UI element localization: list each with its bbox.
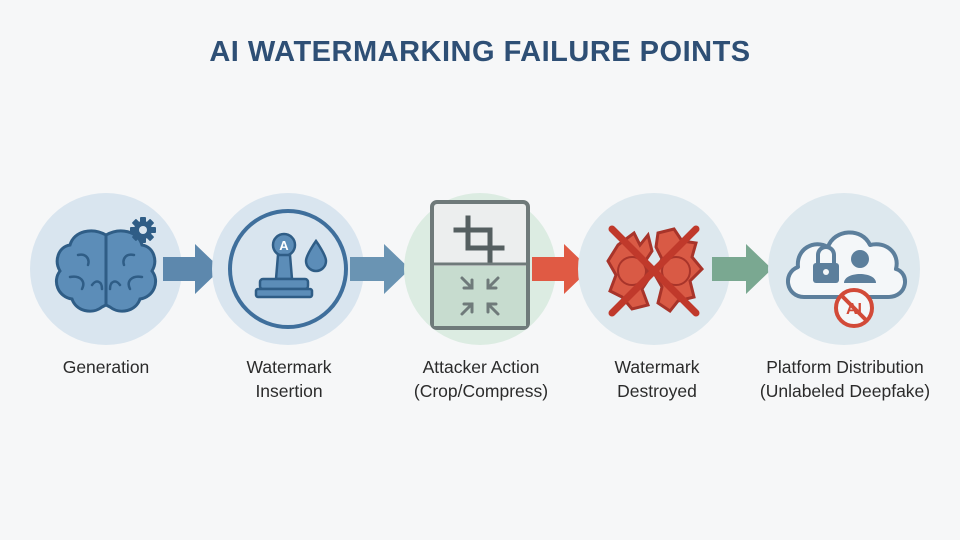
step-label-line1: Attacker Action xyxy=(422,357,540,377)
stage-watermark-insertion: A xyxy=(212,193,364,345)
step-label-generation: Generation xyxy=(1,355,211,379)
arrow-right-icon xyxy=(350,244,410,294)
arrow-right-icon xyxy=(712,244,772,294)
step-label-line2: Destroyed xyxy=(617,381,697,401)
broken-seal-icon xyxy=(606,225,705,317)
arrow-right-icon xyxy=(163,244,221,294)
brain-gear-icon xyxy=(55,217,157,313)
stage-platform-distribution: AI xyxy=(768,193,920,345)
cloud-lock-user-icon: AI xyxy=(786,230,907,328)
step-label-line2: Insertion xyxy=(255,381,323,401)
step-label-watermark-destroyed: Watermark Destroyed xyxy=(552,355,762,403)
step-label-line1: Watermark xyxy=(614,357,700,377)
step-label-attacker-action: Attacker Action (Crop/Compress) xyxy=(376,355,586,403)
step-label-line1: Watermark xyxy=(246,357,332,377)
crop-compress-icon xyxy=(430,200,530,330)
user-icon xyxy=(844,250,876,283)
step-label-line2: (Unlabeled Deepfake) xyxy=(759,381,931,401)
stage-generation xyxy=(30,193,182,345)
step-label-line2: (Crop/Compress) xyxy=(413,381,549,401)
ai-prohibited-icon: AI xyxy=(834,288,874,328)
step-label-platform-distribution: Platform Distribution (Unlabeled Deepfak… xyxy=(740,355,950,403)
svg-text:A: A xyxy=(279,238,289,253)
stage-watermark-destroyed xyxy=(578,193,730,345)
step-label-watermark-insertion: Watermark Insertion xyxy=(184,355,394,403)
step-label-line1: Platform Distribution xyxy=(766,357,924,377)
stamp-icon: A xyxy=(228,209,348,329)
arrow-right-icon xyxy=(532,244,590,294)
lock-icon xyxy=(813,245,839,283)
step-label-line1: Generation xyxy=(62,357,150,377)
ai-badge-text: AI xyxy=(846,301,862,318)
page-title: AI WATERMARKING FAILURE POINTS xyxy=(209,36,751,68)
stage-attacker-action xyxy=(404,193,556,345)
